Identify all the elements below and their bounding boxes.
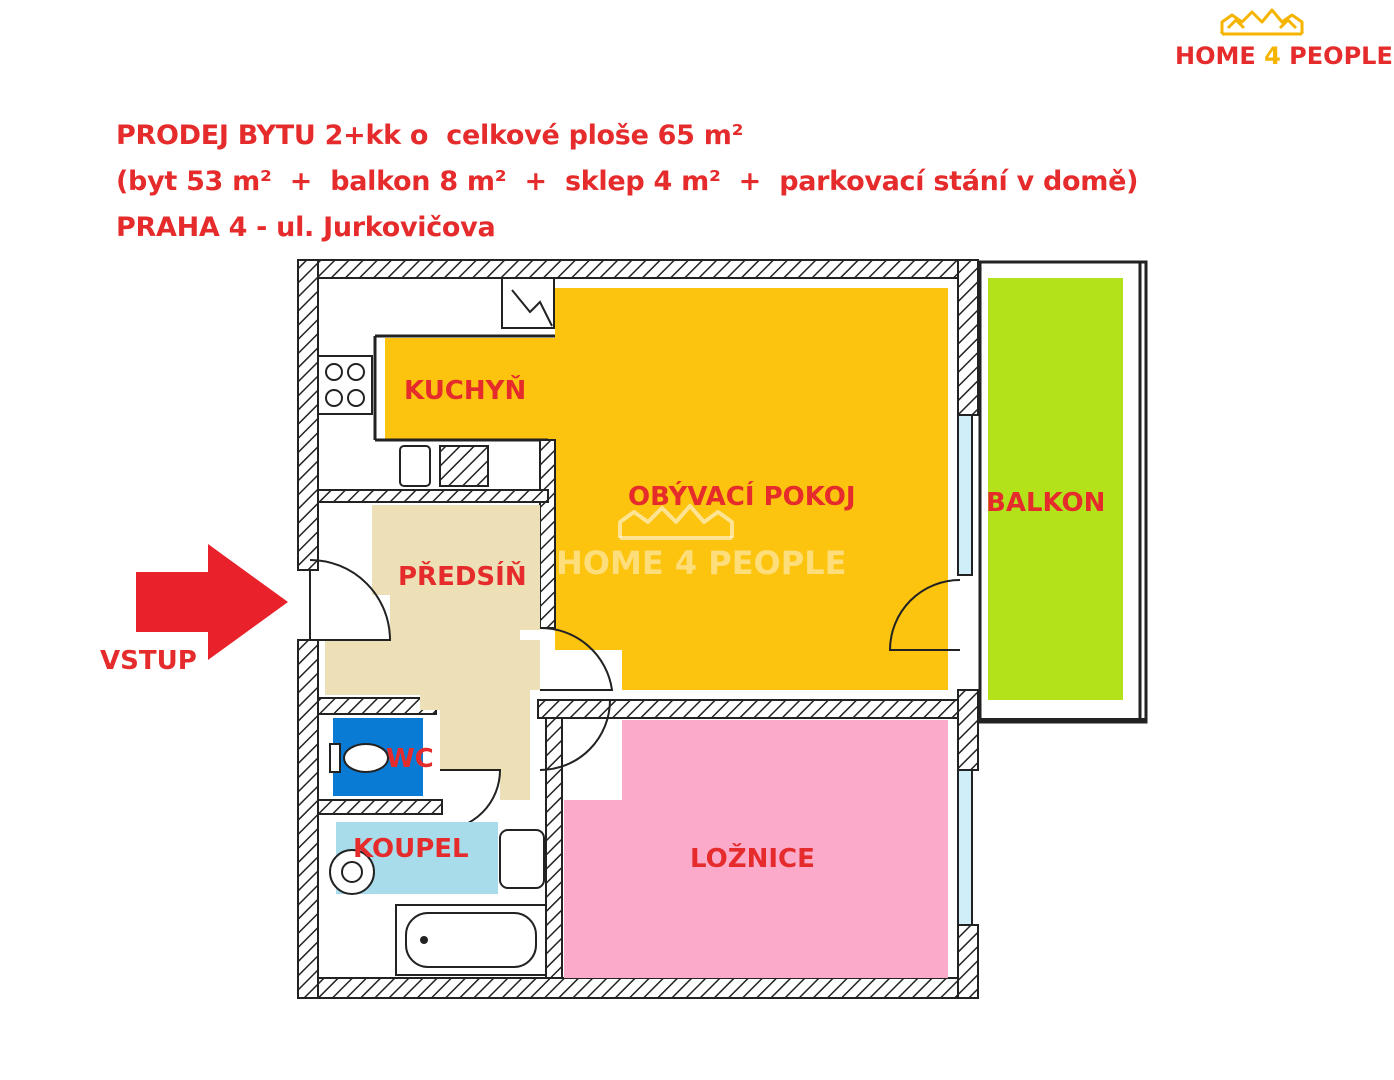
bedroom [564,720,948,978]
room-label-wc: WC [386,744,434,774]
living-kitchen-area [317,277,948,690]
bathroom [329,822,547,976]
room-label-balcony: BALKON [986,488,1106,518]
title-line-3: PRAHA 4 - ul. Jurkovičova [116,212,496,243]
hallway [325,505,540,800]
entry-label: VSTUP [100,646,197,676]
room-label-hallway: PŘEDSÍŇ [398,562,527,592]
watermark-text: HOME 4 PEOPLE [556,544,847,582]
room-label-living: OBÝVACÍ POKOJ [628,482,856,512]
logo-text-people: PEOPLE [1280,42,1393,70]
interior-walls [317,439,959,979]
title-line-2: (byt 53 m² + balkon 8 m² + sklep 4 m² + … [116,166,1139,197]
right-arrow-icon [136,544,288,660]
windows [957,414,973,926]
outer-walls [297,259,979,999]
room-label-kitchen: KUCHYŇ [404,376,527,406]
door-swings [309,559,961,831]
room-label-bedroom: LOŽNICE [690,844,815,874]
wc-room [329,718,423,796]
logo-text-four: 4 [1264,42,1281,70]
title-line-1: PRODEJ BYTU 2+kk o celkové ploše 65 m² [116,120,744,151]
room-label-bathroom: KOUPEL [353,834,469,864]
logo-text-home: HOME [1175,42,1265,70]
balcony [978,260,1148,724]
